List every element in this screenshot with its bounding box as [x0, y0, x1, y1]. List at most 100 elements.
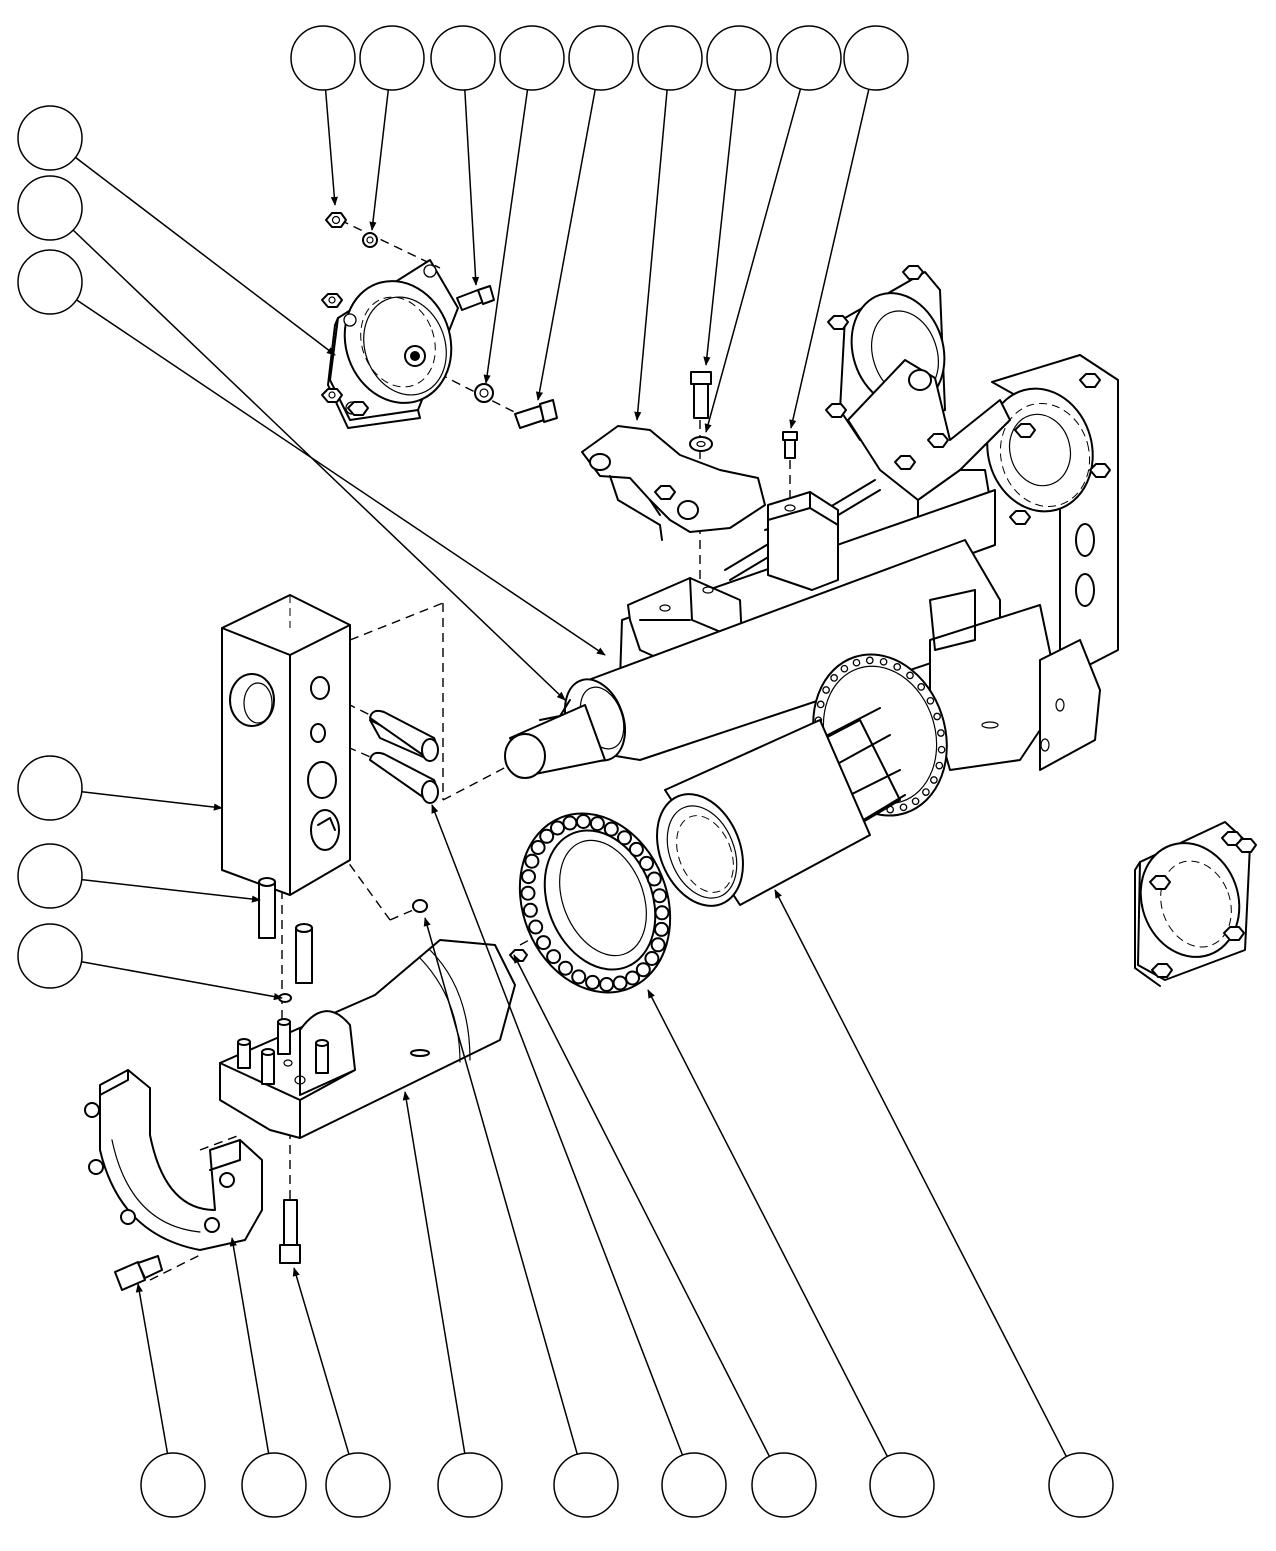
ring-roller — [589, 816, 605, 832]
cap-screw-horizontal — [114, 1255, 163, 1291]
leader-line — [789, 89, 870, 429]
ring-roller — [603, 821, 619, 837]
ring-roller — [585, 974, 601, 990]
leader-line — [483, 89, 529, 384]
ring-roller — [575, 814, 591, 829]
bolt-upper — [456, 285, 495, 311]
nut-icon — [1014, 423, 1036, 438]
washer-bracket — [689, 436, 713, 452]
item-balloon — [17, 843, 83, 909]
flange-bolt — [816, 700, 825, 709]
piston-sleeve — [656, 719, 871, 907]
washer-lower — [474, 383, 494, 403]
ring-roller — [546, 949, 562, 965]
item-balloon — [325, 1452, 391, 1518]
leader-line — [634, 89, 668, 421]
flange-bolt — [922, 788, 930, 796]
item-balloon — [553, 1452, 619, 1518]
socket-screw-icon — [204, 1217, 220, 1233]
nut-icon — [1151, 963, 1173, 978]
item-balloon — [140, 1452, 206, 1518]
hex-nut-small — [325, 212, 347, 228]
leader-line — [81, 960, 283, 1001]
flange-bolt — [933, 712, 941, 721]
ring-roller — [617, 830, 632, 846]
ring-roller — [562, 815, 578, 831]
rubber-mount-plate-left — [321, 259, 459, 429]
item-balloon — [17, 923, 83, 989]
leader-line — [464, 89, 480, 286]
pin-icon — [237, 1038, 251, 1069]
flange-bolt — [937, 729, 945, 737]
leader-line — [704, 88, 802, 433]
item-balloon — [776, 25, 842, 91]
dowel-sleeve-lower — [369, 751, 439, 804]
leader-line — [513, 954, 771, 1457]
half-clamp — [84, 1069, 263, 1251]
flange-bolt — [879, 657, 888, 666]
item-balloon — [499, 25, 565, 91]
item-balloon — [290, 25, 356, 91]
ring-roller — [612, 975, 628, 991]
flange-bolt — [930, 776, 938, 784]
nut-icon — [927, 433, 949, 448]
leader-line — [774, 889, 1068, 1457]
flange-bolt — [865, 656, 874, 665]
flange-bolt — [926, 696, 935, 705]
roller-clamp-ring — [518, 812, 672, 994]
item-balloon — [843, 25, 909, 91]
ring-roller — [628, 841, 644, 857]
item-balloon — [17, 105, 83, 171]
ring-roller — [599, 977, 615, 992]
nut-icon — [1223, 926, 1245, 941]
ring-roller — [646, 871, 662, 887]
leader-line — [81, 790, 223, 811]
item-balloon — [1048, 1452, 1114, 1518]
item-balloon — [751, 1452, 817, 1518]
ring-roller — [524, 853, 540, 869]
leader-line — [423, 917, 578, 1455]
ring-roller — [530, 840, 546, 855]
leader-line — [72, 229, 566, 701]
grub-nut — [509, 949, 528, 962]
leader-line — [535, 89, 596, 401]
nut-icon — [654, 485, 676, 500]
pin-icon — [261, 1048, 275, 1085]
item-balloon — [17, 249, 83, 315]
nut-icon — [347, 401, 369, 416]
nut-icon — [827, 315, 849, 330]
nut-icon — [1089, 463, 1111, 478]
nut-icon — [1235, 838, 1257, 853]
clamp-block — [221, 594, 351, 896]
balloon-callouts — [17, 25, 1114, 1518]
flange-bolt — [822, 686, 830, 694]
nut-icon — [894, 455, 916, 470]
leader-line — [647, 989, 889, 1457]
nut-icon — [1009, 510, 1031, 525]
pin-icon — [277, 1018, 291, 1055]
leader-line — [292, 1267, 350, 1455]
leader-line — [76, 299, 606, 656]
socket-screw-icon — [88, 1159, 104, 1175]
ring-roller — [520, 885, 536, 901]
leader-line — [431, 804, 684, 1456]
flange-bolt — [830, 674, 838, 682]
ring-roller — [652, 888, 668, 904]
ring-roller — [558, 960, 573, 976]
leader-line — [703, 89, 737, 366]
socket-screw-icon — [219, 1172, 235, 1188]
item-balloon — [17, 175, 83, 241]
flange-bolt — [899, 803, 908, 812]
flange-bolt — [893, 663, 902, 671]
ring-roller — [539, 828, 555, 844]
leader-line — [135, 1283, 169, 1454]
bracket-link — [581, 425, 766, 541]
flange-bolt — [935, 761, 944, 770]
frame-assembly — [504, 265, 1119, 866]
spring-pin-b — [295, 923, 313, 984]
leader-line — [229, 1237, 270, 1454]
item-balloon — [706, 25, 772, 91]
ring-roller — [650, 937, 666, 953]
flange-bolt — [937, 745, 946, 754]
